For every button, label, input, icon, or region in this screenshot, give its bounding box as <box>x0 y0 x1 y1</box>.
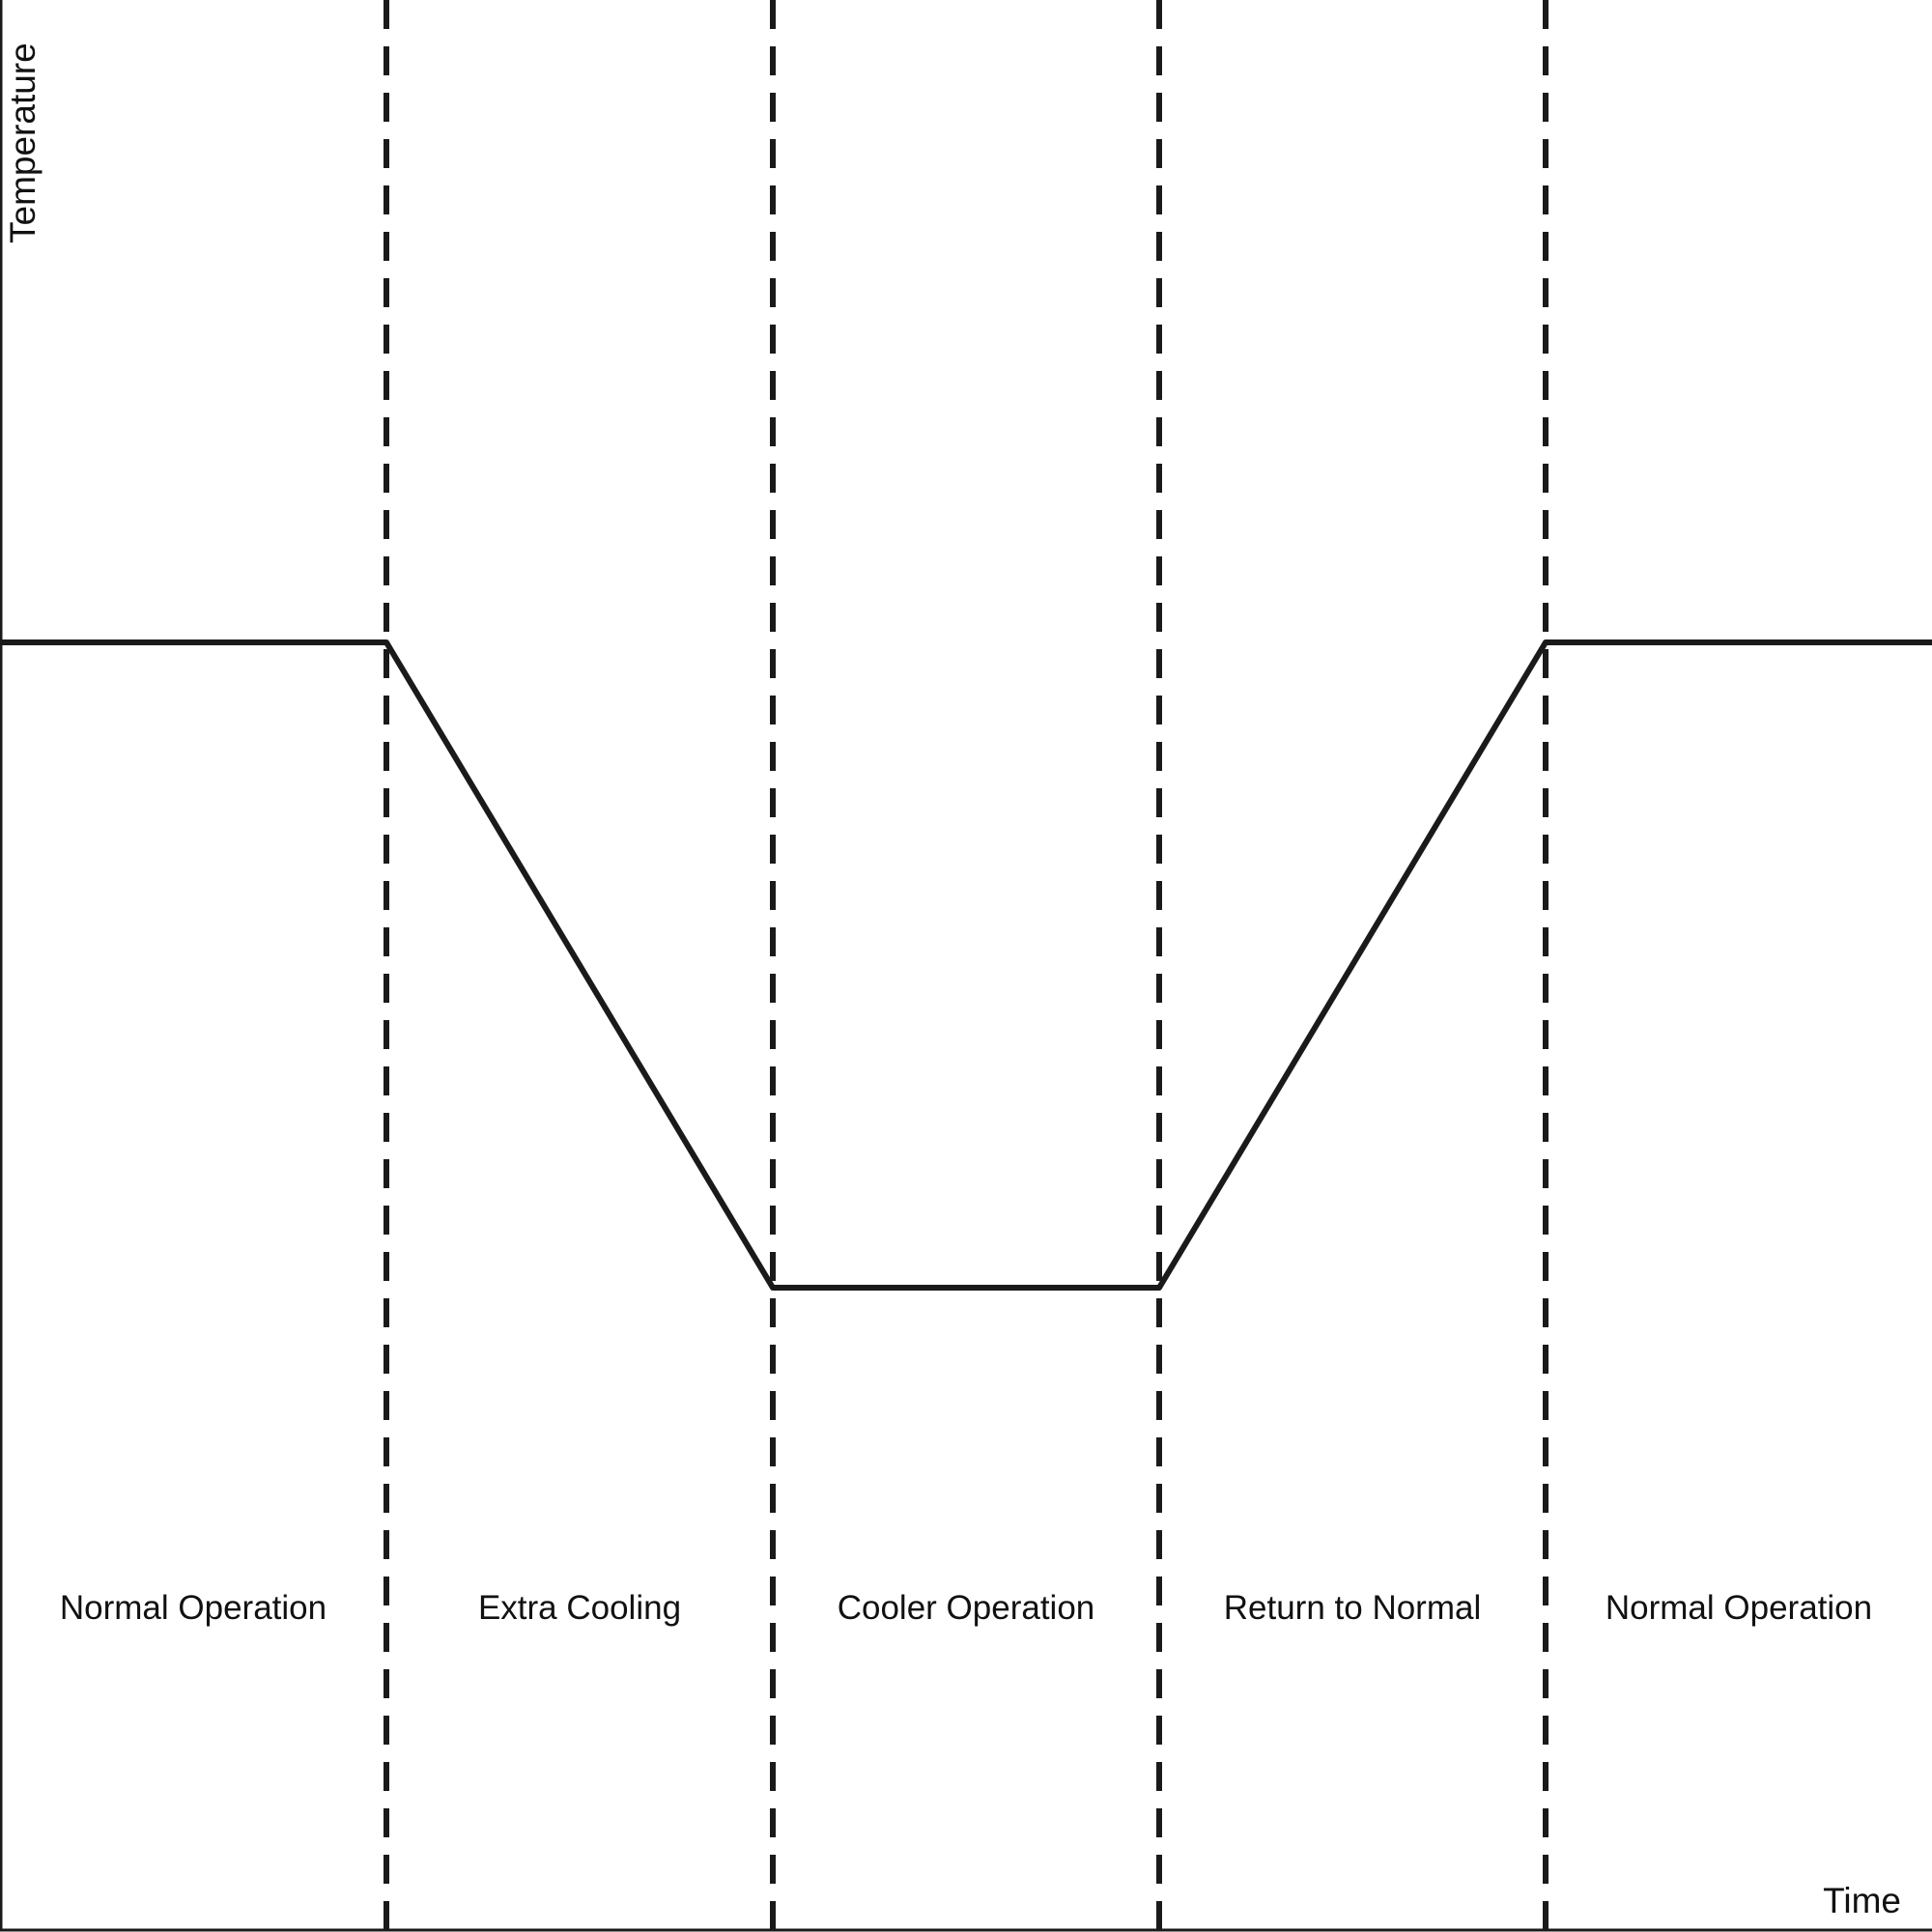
phase-label-3: Cooler Operation <box>838 1589 1095 1627</box>
temperature-point-5 <box>1543 639 1548 645</box>
phase-dividers <box>384 0 1548 1930</box>
x-axis-label: Time <box>1823 1881 1901 1920</box>
phase-label-2: Extra Cooling <box>478 1589 681 1627</box>
temperature-point-3 <box>770 1285 776 1291</box>
phase-label-1: Normal Operation <box>60 1589 327 1627</box>
temperature-point-4 <box>1156 1285 1162 1291</box>
temperature-segment-2 <box>384 640 776 1290</box>
phase-label-4: Return to Normal <box>1224 1589 1481 1627</box>
temperature-segment-4 <box>1156 640 1548 1290</box>
temperature-point-6 <box>1929 639 1932 645</box>
phase-labels: Normal Operation Extra Cooling Cooler Oper… <box>60 1589 1872 1627</box>
y-axis-label: Temperature <box>3 43 43 243</box>
series-layer <box>0 639 1932 1291</box>
temperature-point-2 <box>384 639 389 645</box>
phase-label-5: Normal Operation <box>1605 1589 1872 1627</box>
